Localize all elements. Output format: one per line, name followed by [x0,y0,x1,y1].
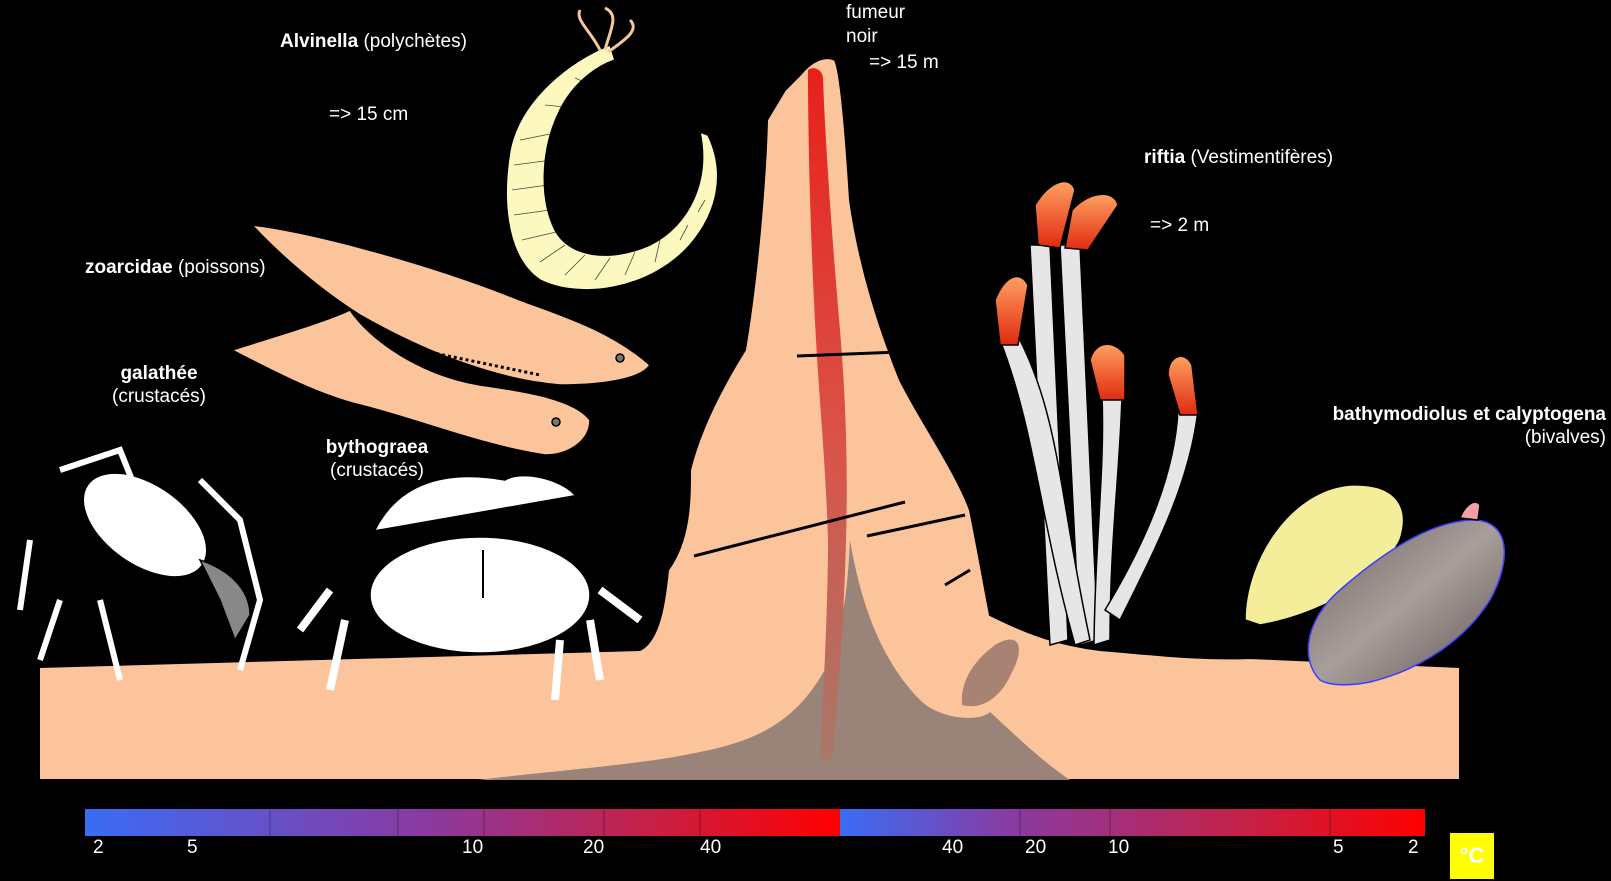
label-fumeur-line2: noir [846,25,878,48]
label-zoarcidae: zoarcidae (poissons) [85,256,266,279]
label-bivalves-group: (bivalves) [1290,426,1606,449]
label-alvinella-group: (polychètes) [363,31,467,52]
tick-left-1: 2 [93,837,104,859]
label-galathee: galathée (crustacés) [106,362,212,408]
tick-right-5: 2 [1408,837,1419,859]
label-bythograea-name: bythograea [318,436,436,459]
tick-left-4: 20 [583,837,604,859]
label-riftia: riftia (Vestimentifères) [1144,146,1333,169]
label-galathee-group: (crustacés) [106,385,212,408]
label-bivalves-name: bathymodiolus et calyptogena [1290,403,1606,426]
temp-bar-left [85,809,840,836]
galathee-illustration [20,450,260,680]
label-bythograea: bythograea (crustacés) [318,436,436,482]
label-alvinella-size: => 15 cm [329,103,408,126]
label-riftia-group: (Vestimentifères) [1190,147,1333,168]
label-bythograea-group: (crustacés) [318,459,436,482]
alvinella-illustration [506,8,717,290]
label-fumeur-line1: fumeur [846,1,905,24]
temperature-unit-badge: °C [1450,833,1494,879]
tick-right-3: 10 [1108,837,1129,859]
label-alvinella: Alvinella (polychètes) [280,30,467,53]
tick-right-1: 40 [942,837,963,859]
label-zoarcidae-group: (poissons) [178,257,266,278]
tick-left-2: 5 [187,837,198,859]
bivalves-illustration [1245,485,1504,685]
riftia-illustration [995,182,1198,645]
tick-right-4: 5 [1333,837,1344,859]
tick-left-5: 40 [700,837,721,859]
tick-right-2: 20 [1025,837,1046,859]
label-bivalves: bathymodiolus et calyptogena (bivalves) [1290,403,1606,449]
label-zoarcidae-name: zoarcidae [85,257,173,278]
label-galathee-name: galathée [106,362,212,385]
label-riftia-size: => 2 m [1150,214,1209,237]
label-fumeur-size: => 15 m [869,51,939,74]
label-riftia-name: riftia [1144,147,1185,168]
temp-bar-right [840,809,1425,836]
label-alvinella-name: Alvinella [280,31,358,52]
tick-left-3: 10 [462,837,483,859]
